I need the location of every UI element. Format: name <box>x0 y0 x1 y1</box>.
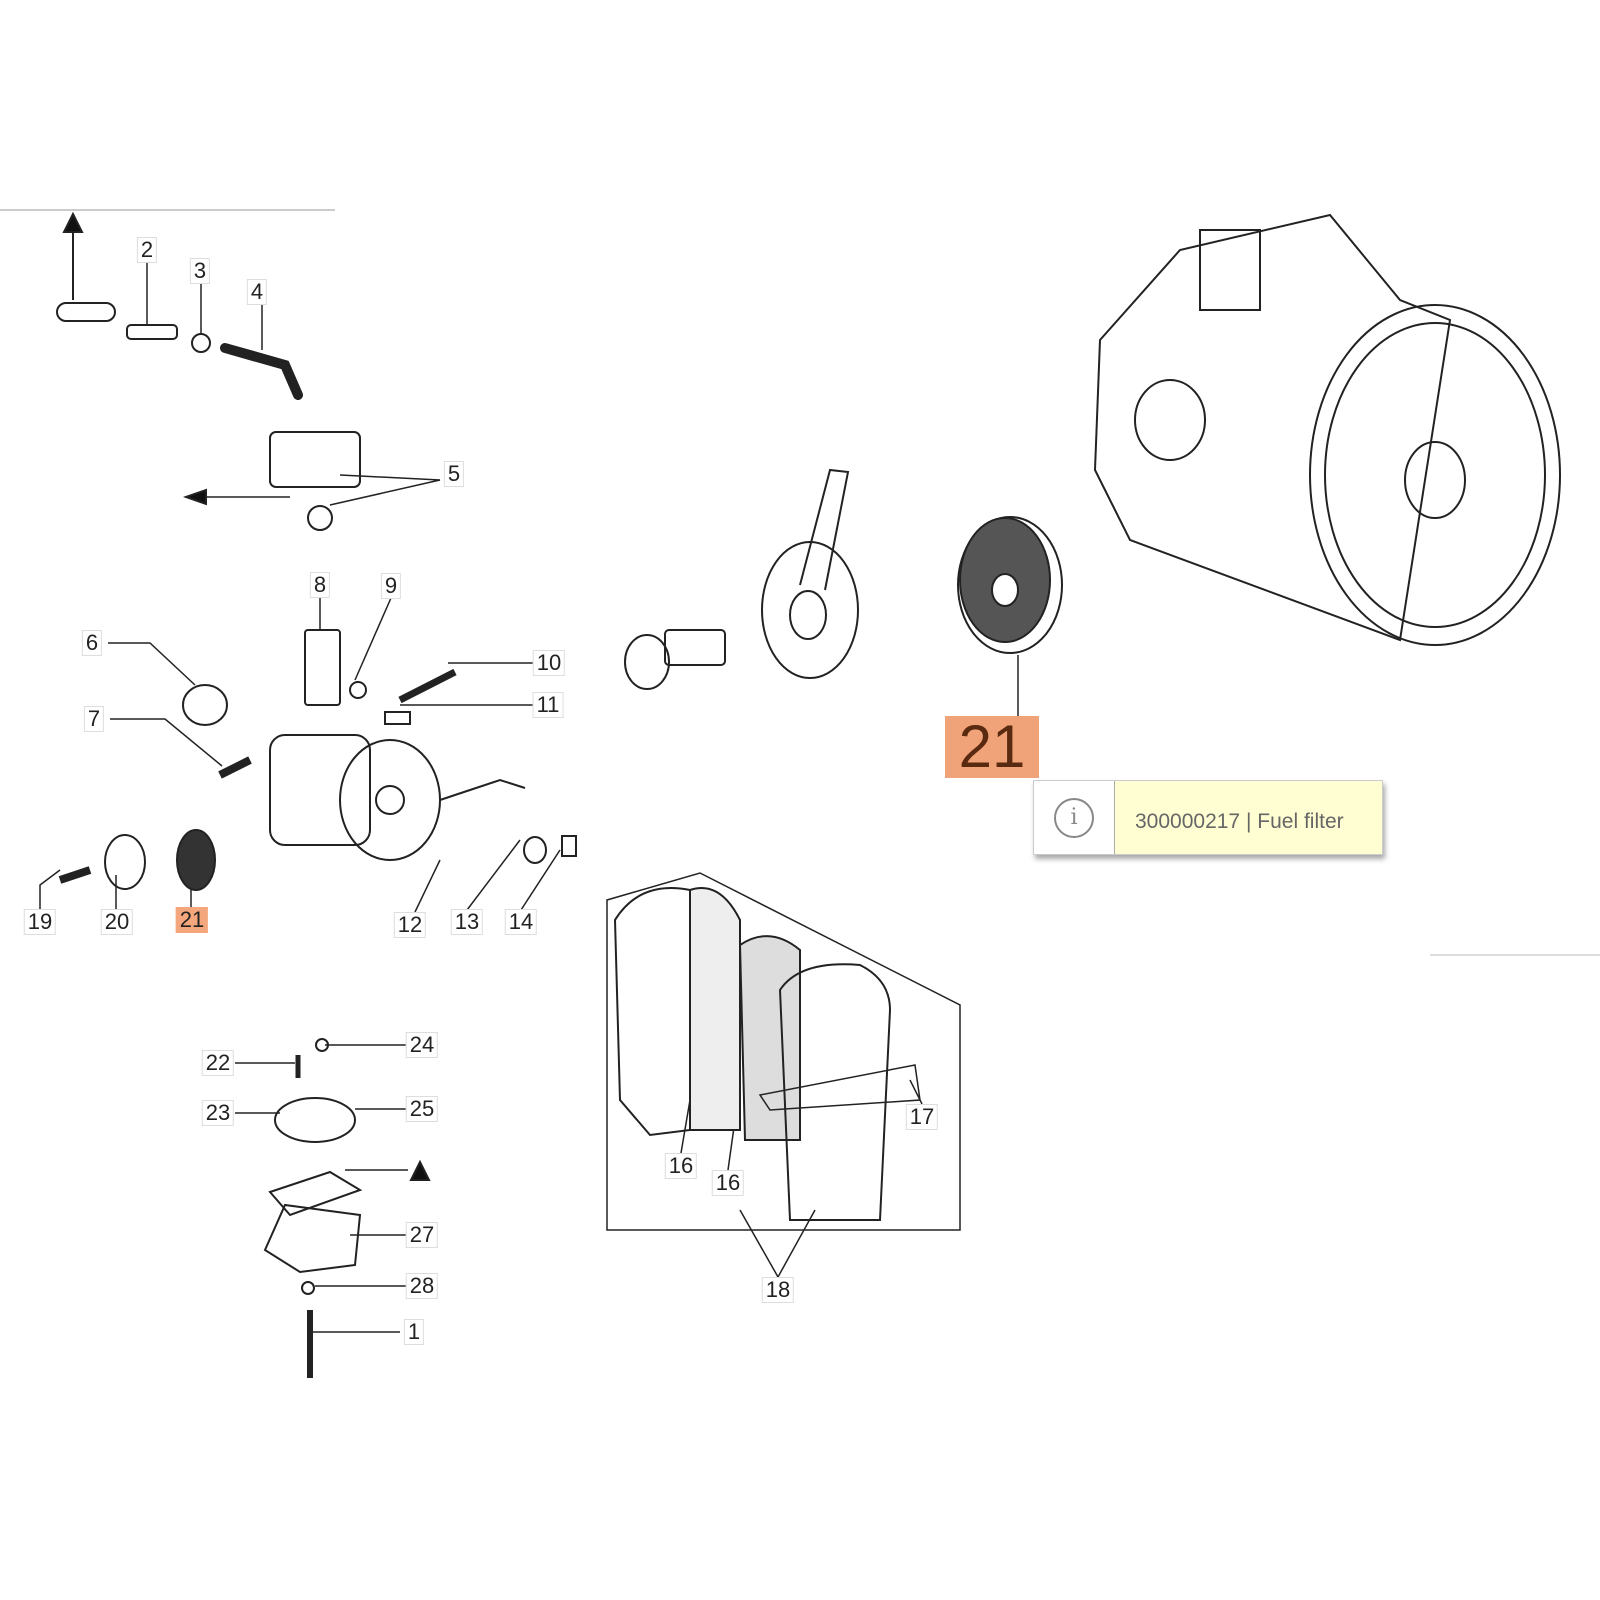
fuel-filter-small <box>176 829 216 891</box>
callout-4[interactable]: 4 <box>246 279 268 305</box>
screw-part <box>218 756 252 779</box>
callout-17[interactable]: 17 <box>905 1104 939 1130</box>
air-filter-assembly <box>613 887 921 1221</box>
callout-21-highlighted[interactable]: 21 <box>175 907 209 933</box>
nut-part <box>349 681 367 699</box>
large-screw <box>624 629 726 690</box>
nut-part <box>191 333 211 353</box>
callout-16[interactable]: 16 <box>711 1170 745 1196</box>
callout-6[interactable]: 6 <box>81 630 103 656</box>
callout-22[interactable]: 22 <box>201 1050 235 1076</box>
triangle-marker <box>409 1159 431 1181</box>
metering-lever <box>274 1097 356 1143</box>
screw-part <box>315 1038 329 1052</box>
large-fuel-inlet <box>761 468 859 679</box>
idle-screw <box>398 668 457 704</box>
callout-24[interactable]: 24 <box>405 1032 439 1058</box>
fuel-hose <box>220 343 303 400</box>
spring-part <box>384 711 411 725</box>
info-icon: i <box>1054 797 1094 838</box>
callout-12[interactable]: 12 <box>393 912 427 938</box>
bushing-part <box>182 684 228 726</box>
callout-5[interactable]: 5 <box>443 461 465 487</box>
callout-25[interactable]: 25 <box>405 1096 439 1122</box>
screw-part <box>58 866 92 884</box>
callout-7[interactable]: 7 <box>83 706 105 732</box>
callout-2[interactable]: 2 <box>136 237 158 263</box>
callout-13[interactable]: 13 <box>450 909 484 935</box>
hose-fitting <box>56 302 116 322</box>
callout-9[interactable]: 9 <box>380 573 402 599</box>
callout-16[interactable]: 16 <box>664 1153 698 1179</box>
small-carburetor <box>269 734 526 861</box>
callout-28[interactable]: 28 <box>405 1273 439 1299</box>
callout-19[interactable]: 19 <box>23 909 57 935</box>
screw-part <box>126 324 178 340</box>
gasket-plate <box>304 629 341 706</box>
callout-3[interactable]: 3 <box>189 258 211 284</box>
large-fuel-filter <box>957 516 1063 654</box>
callout-1[interactable]: 1 <box>403 1319 425 1345</box>
fuel-inlet-part <box>104 834 146 890</box>
separator: | <box>1245 809 1252 833</box>
callout-18[interactable]: 18 <box>761 1277 795 1303</box>
callout-23[interactable]: 23 <box>201 1100 235 1126</box>
nut-part <box>301 1281 315 1295</box>
tooltip-icon-area: i <box>1034 781 1115 854</box>
pump-assembly <box>269 431 361 531</box>
part-tooltip: i 300000217 | Fuel filter <box>1033 780 1383 855</box>
callout-8[interactable]: 8 <box>309 572 331 598</box>
tooltip-text: 300000217 | Fuel filter <box>1115 781 1382 854</box>
callout-11[interactable]: 11 <box>532 692 564 718</box>
washer-part <box>523 836 547 864</box>
selected-callout-21[interactable]: 21 <box>945 716 1039 778</box>
leader-lines <box>39 262 1019 1333</box>
triangle-marker <box>182 488 207 506</box>
part-name: Fuel filter <box>1257 809 1344 833</box>
spring-part <box>561 835 577 857</box>
callout-14[interactable]: 14 <box>504 909 538 935</box>
large-carburetor-body <box>1093 213 1561 646</box>
pump-cover <box>263 1203 362 1274</box>
triangle-marker <box>62 211 84 233</box>
callout-20[interactable]: 20 <box>100 909 134 935</box>
callout-10[interactable]: 10 <box>532 650 566 676</box>
callout-27[interactable]: 27 <box>405 1222 439 1248</box>
part-number: 300000217 <box>1135 809 1241 833</box>
